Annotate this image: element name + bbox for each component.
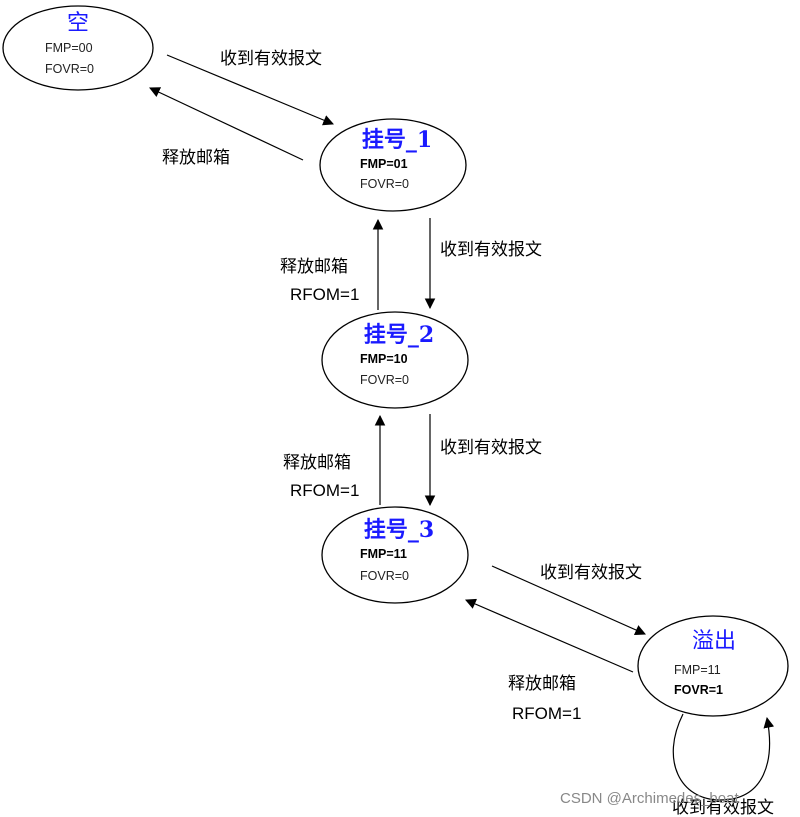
edge-label-release-2: 释放邮箱 [280, 257, 348, 277]
state-pending-1-fmp: FMP=01 [360, 157, 408, 171]
state-pending-1-ellipse [319, 118, 467, 212]
state-pending-1-title: 挂号_1 [362, 127, 432, 153]
state-pending-1: 挂号_1 FMP=01 FOVR=0 [319, 118, 467, 212]
edge-pending-3-to-overflow [491, 565, 646, 635]
state-overflow-title: 溢出 [692, 629, 736, 654]
state-pending-2: 挂号_2 FMP=10 FOVR=0 [321, 311, 469, 409]
state-overflow-ellipse [637, 615, 789, 717]
watermark: CSDN @Archimedes_boat [560, 790, 739, 807]
edge-label-receive-2: 收到有效报文 [440, 240, 542, 260]
edge-label-receive-5: 收到有效报文 [672, 798, 774, 817]
state-pending-3: 挂号_3 FMP=11 FOVR=0 [321, 506, 469, 604]
edge-label-release-3: 释放邮箱 [283, 453, 351, 473]
state-pending-3-fovr: FOVR=0 [360, 569, 409, 583]
state-overflow-fmp: FMP=11 [674, 663, 721, 677]
state-pending-3-title: 挂号_3 [364, 517, 434, 543]
edge-label-receive-1: 收到有效报文 [220, 49, 322, 69]
state-empty-fmp: FMP=00 [45, 41, 93, 55]
state-empty-title: 空 [67, 11, 89, 36]
edge-overflow-to-pending-3 [465, 598, 634, 673]
edge-label-rfom-2: RFOM=1 [290, 285, 359, 304]
state-pending-2-title: 挂号_2 [364, 322, 434, 348]
state-pending-1-fovr: FOVR=0 [360, 177, 409, 191]
state-overflow: 溢出 FMP=11 FOVR=1 [637, 615, 789, 717]
edge-label-release-4: 释放邮箱 [508, 674, 576, 694]
edge-pending-1-to-empty [149, 87, 304, 161]
state-pending-3-ellipse [321, 506, 469, 604]
state-overflow-fovr: FOVR=1 [674, 683, 723, 697]
edge-label-release-1: 释放邮箱 [162, 148, 230, 168]
state-pending-2-ellipse [321, 311, 469, 409]
edge-label-rfom-4: RFOM=1 [512, 704, 581, 723]
state-empty-fovr: FOVR=0 [45, 62, 94, 76]
state-pending-3-fmp: FMP=11 [360, 547, 407, 561]
state-empty: 空 FMP=00 FOVR=0 [2, 5, 154, 91]
state-empty-ellipse [2, 5, 154, 91]
edge-overflow-self-loop [672, 713, 775, 801]
edge-empty-to-pending-1 [166, 54, 334, 126]
state-pending-2-fmp: FMP=10 [360, 352, 408, 366]
edge-label-receive-4: 收到有效报文 [540, 563, 642, 583]
edge-label-receive-3: 收到有效报文 [440, 438, 542, 458]
state-pending-2-fovr: FOVR=0 [360, 373, 409, 387]
edge-label-rfom-3: RFOM=1 [290, 481, 359, 500]
